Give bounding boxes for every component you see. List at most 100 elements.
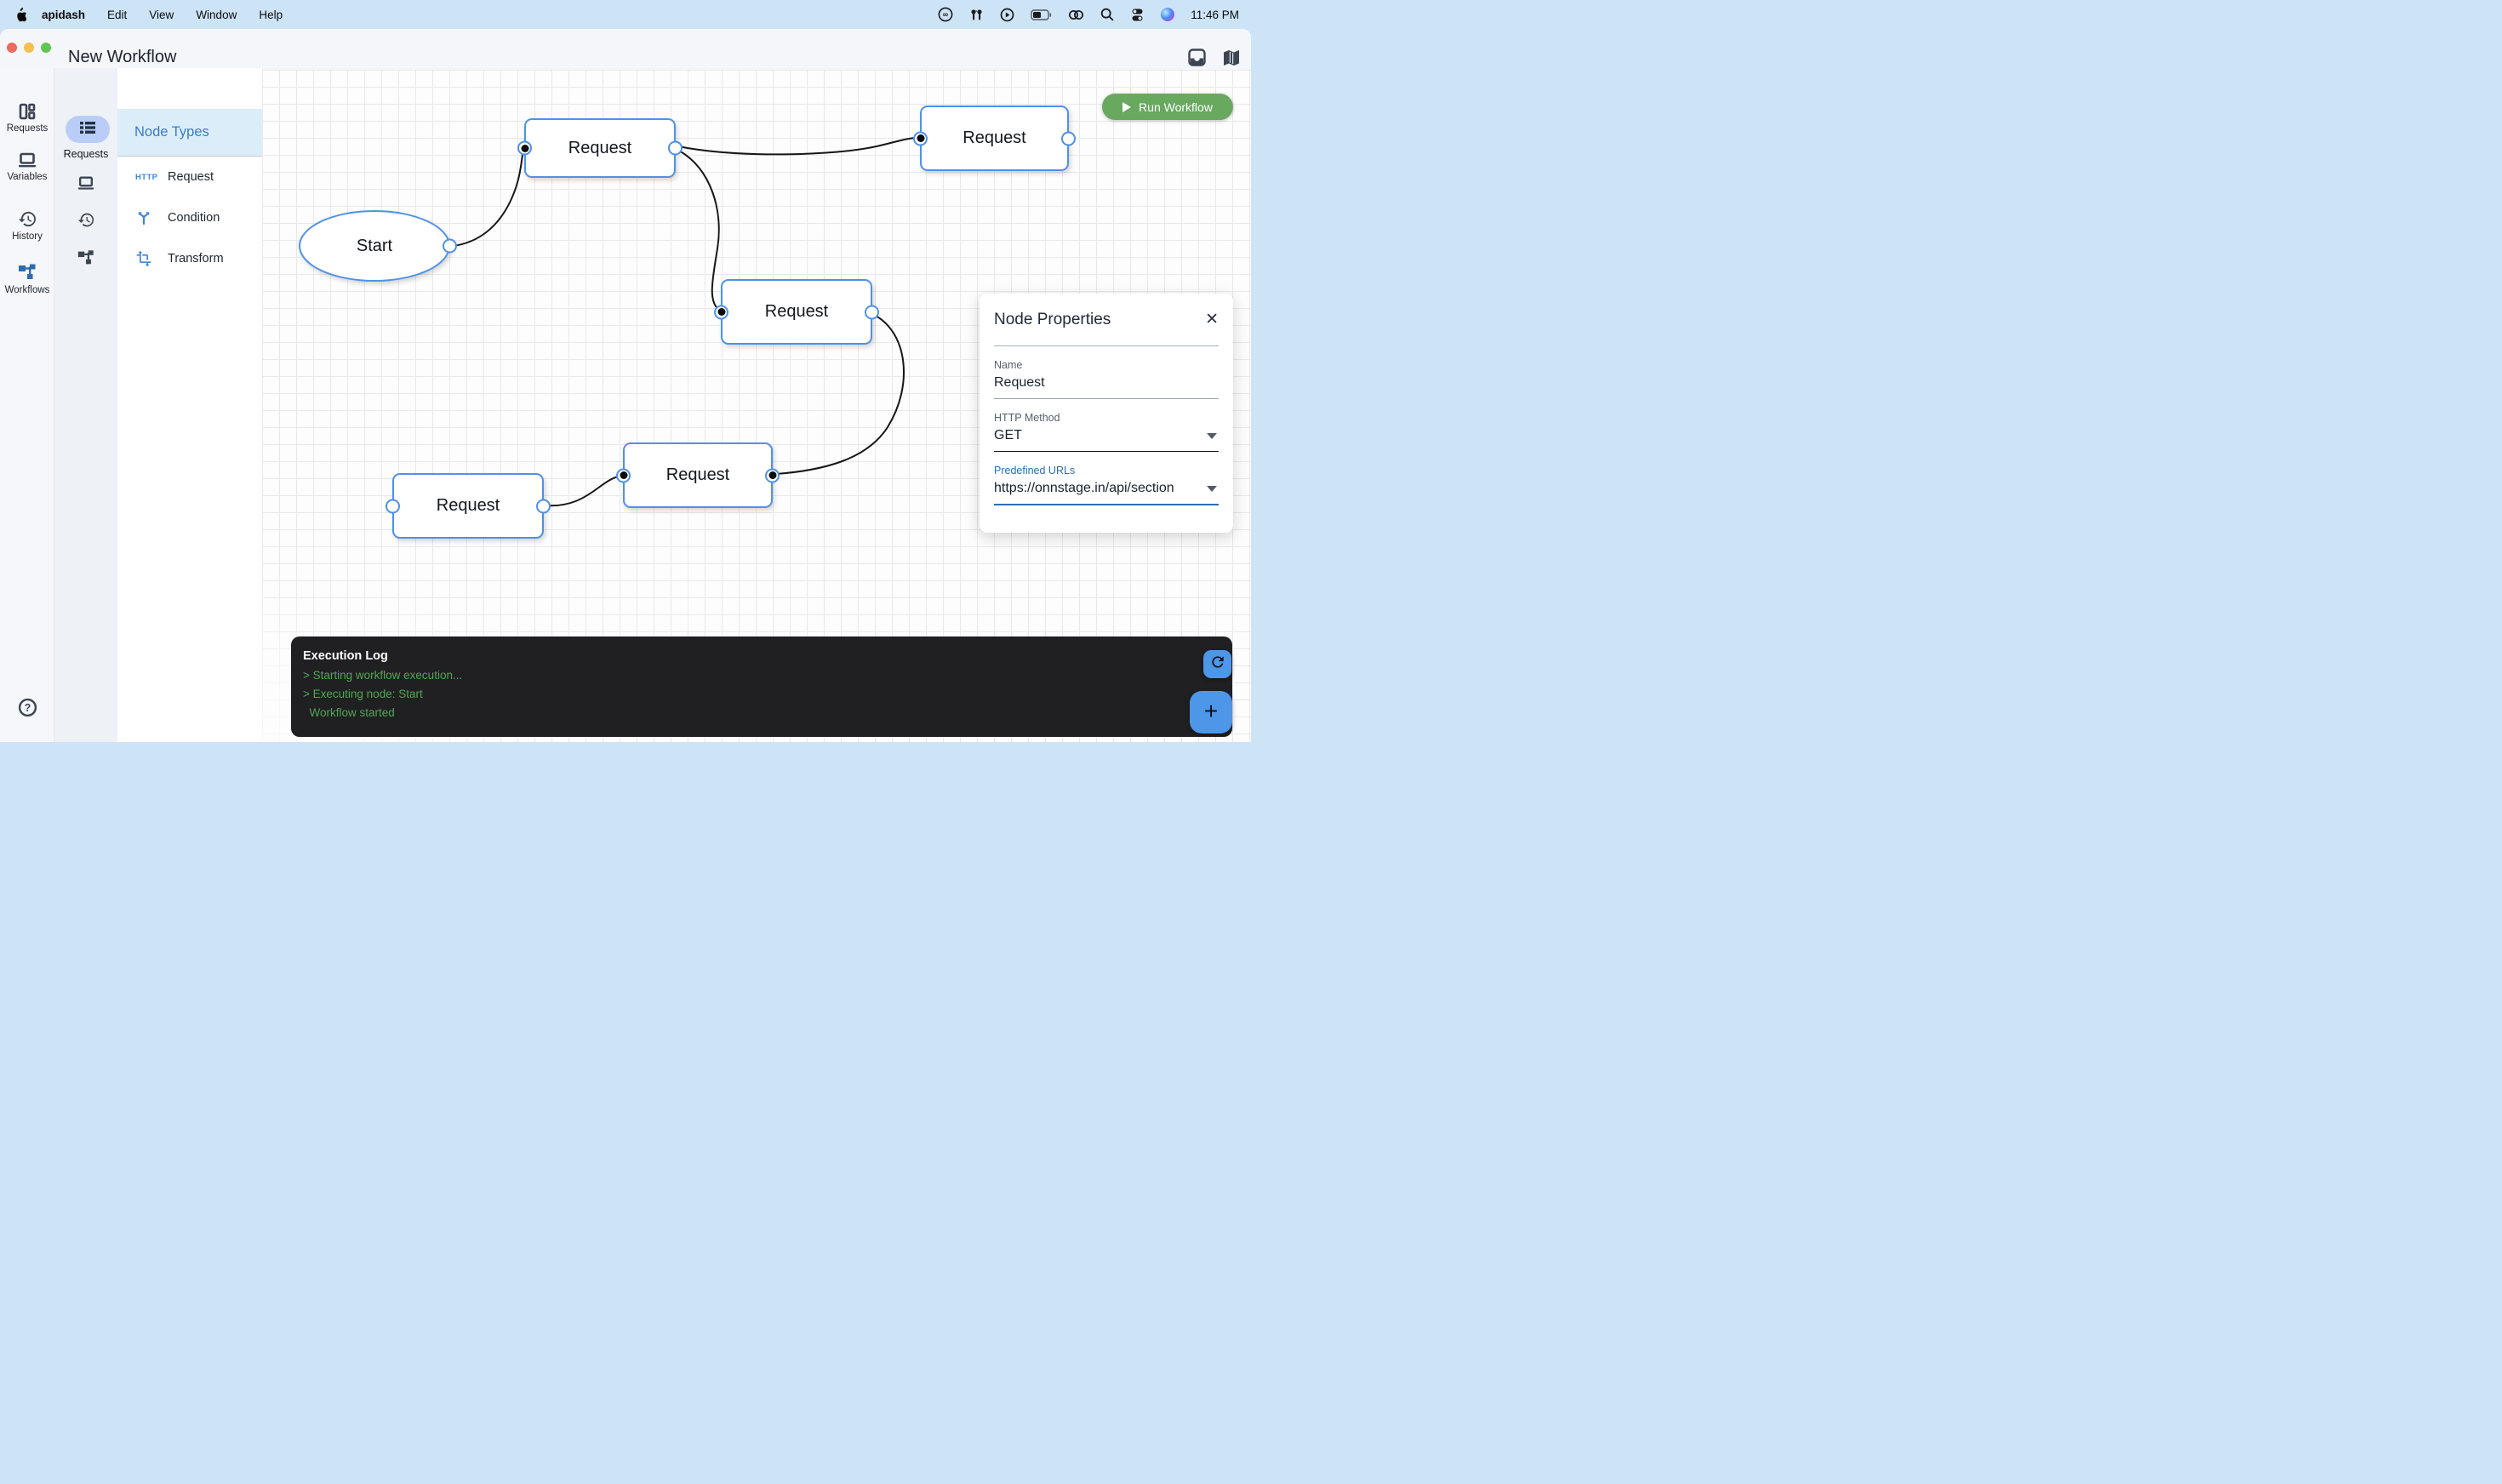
node-label: Request — [764, 302, 829, 321]
node-port-right[interactable] — [1061, 131, 1076, 146]
sidebar-item-label: Workflows — [4, 285, 50, 295]
node-types-header: Node Types — [117, 109, 262, 157]
macos-menu-bar: apidash Edit View Window Help ∞ 11:46 P — [0, 0, 1251, 29]
node-port-left[interactable] — [386, 499, 400, 513]
node-types-title: Node Types — [134, 124, 209, 140]
name-input[interactable]: Request — [994, 375, 1219, 399]
workflow-node-r5[interactable]: Request — [616, 442, 780, 508]
airpods-icon[interactable] — [969, 0, 984, 29]
execution-log-panel: Execution Log > Starting workflow execut… — [291, 636, 1232, 737]
node-port-left[interactable] — [913, 131, 928, 146]
menu-bar-clock[interactable]: 11:46 PM — [1191, 8, 1239, 21]
node-types-panel: Node Types HTTP Request Condition Transf… — [117, 68, 262, 742]
add-node-button[interactable]: + — [1190, 691, 1232, 733]
http-method-field: HTTP Method GET — [994, 412, 1219, 452]
hotspot-icon[interactable] — [1068, 0, 1084, 29]
execution-log-title: Execution Log — [303, 649, 388, 663]
tool-sidebar: Requests — [54, 68, 117, 742]
menu-view[interactable]: View — [149, 8, 174, 21]
sidebar-item-label: Variables — [7, 172, 48, 182]
siri-icon[interactable] — [1161, 0, 1175, 29]
node-label: Request — [963, 128, 1026, 147]
sidebar-item-variables[interactable]: Variables — [0, 151, 54, 182]
node-label: Request — [436, 496, 500, 515]
node-port-left[interactable] — [714, 305, 728, 319]
minimize-window-button[interactable] — [24, 43, 34, 53]
refresh-button[interactable] — [1203, 650, 1231, 678]
refresh-icon — [1209, 654, 1226, 675]
sidebar-item-requests[interactable]: Requests — [0, 102, 54, 134]
workflow-node-r3[interactable]: Request — [714, 279, 879, 345]
transform-icon — [135, 250, 161, 267]
workflow-icon[interactable] — [54, 248, 117, 267]
workflow-node-r4[interactable]: Request — [386, 473, 551, 539]
history-icon[interactable] — [54, 211, 117, 229]
menu-edit[interactable]: Edit — [107, 8, 128, 21]
node-label: Start — [356, 236, 393, 255]
node-type-transform[interactable]: Transform — [117, 244, 262, 273]
dashboard-icon — [0, 102, 54, 121]
name-field: Name Request — [994, 359, 1219, 399]
play-icon — [1122, 101, 1132, 112]
help-button[interactable]: ? — [0, 698, 54, 717]
properties-title: Node Properties — [994, 310, 1111, 328]
workflow-node-r1[interactable]: Request — [517, 118, 683, 178]
play-circle-icon[interactable] — [1000, 0, 1014, 29]
node-port-left[interactable] — [517, 140, 532, 156]
map-icon[interactable] — [1221, 48, 1241, 67]
help-icon: ? — [0, 698, 54, 717]
predefined-urls-field: Predefined URLs https://onnstage.in/api/… — [994, 465, 1219, 505]
close-icon[interactable]: ✕ — [1205, 311, 1219, 328]
sidebar-item-label: History — [12, 231, 43, 242]
node-properties-panel: Node Properties ✕ Name Request HTTP Meth… — [980, 294, 1233, 533]
node-port-right[interactable] — [765, 468, 780, 482]
tab-requests[interactable] — [66, 116, 110, 143]
history-icon — [0, 209, 54, 229]
http-icon: HTTP — [135, 172, 158, 182]
spotlight-search-icon[interactable] — [1100, 0, 1114, 29]
node-label: Request — [568, 138, 632, 157]
node-type-request[interactable]: HTTP Request — [135, 170, 214, 184]
chevron-down-icon — [1207, 485, 1217, 492]
node-port-right[interactable] — [865, 305, 879, 319]
close-window-button[interactable] — [7, 43, 17, 53]
menu-help[interactable]: Help — [259, 8, 283, 21]
log-line: Workflow started — [303, 706, 395, 719]
node-port-right[interactable] — [668, 140, 683, 156]
node-port-right[interactable] — [443, 238, 457, 254]
predefined-urls-select[interactable]: https://onnstage.in/api/section — [994, 481, 1219, 505]
sidebar-item-history[interactable]: History — [0, 209, 54, 242]
inbox-tray-icon[interactable] — [1187, 48, 1207, 67]
battery-icon[interactable] — [1031, 0, 1052, 29]
control-center-icon[interactable] — [1130, 0, 1145, 29]
http-method-select[interactable]: GET — [994, 428, 1219, 452]
svg-text:∞: ∞ — [942, 11, 949, 20]
creative-cloud-icon[interactable]: ∞ — [938, 0, 953, 29]
tab-requests-label: Requests — [63, 148, 109, 160]
node-port-left[interactable] — [616, 468, 631, 482]
apple-menu-icon[interactable] — [14, 7, 26, 22]
menu-app-name[interactable]: apidash — [42, 8, 86, 21]
svg-text:?: ? — [24, 702, 31, 714]
zoom-window-button[interactable] — [41, 43, 51, 53]
laptop-icon[interactable] — [54, 174, 117, 191]
sidebar-item-workflows[interactable]: Workflows — [0, 262, 54, 295]
workflow-icon — [0, 262, 54, 283]
menu-window[interactable]: Window — [196, 8, 237, 21]
laptop-icon — [0, 151, 54, 169]
branch-icon — [135, 209, 161, 226]
add-icon: + — [1203, 698, 1219, 724]
sidebar-item-label: Requests — [6, 123, 49, 134]
workflow-node-r2[interactable]: Request — [913, 106, 1076, 171]
log-line: > Executing node: Start — [303, 688, 423, 700]
settings-icon — [0, 740, 54, 742]
list-icon — [79, 121, 96, 139]
node-label: Request — [665, 465, 730, 484]
run-workflow-button[interactable]: Run Workflow — [1102, 94, 1233, 120]
workflow-node-start[interactable]: Start — [299, 210, 457, 282]
window-controls — [7, 43, 51, 53]
settings-button[interactable] — [0, 740, 54, 742]
node-port-right[interactable] — [536, 499, 551, 513]
log-line: > Starting workflow execution... — [303, 669, 463, 682]
node-type-condition[interactable]: Condition — [117, 203, 262, 232]
